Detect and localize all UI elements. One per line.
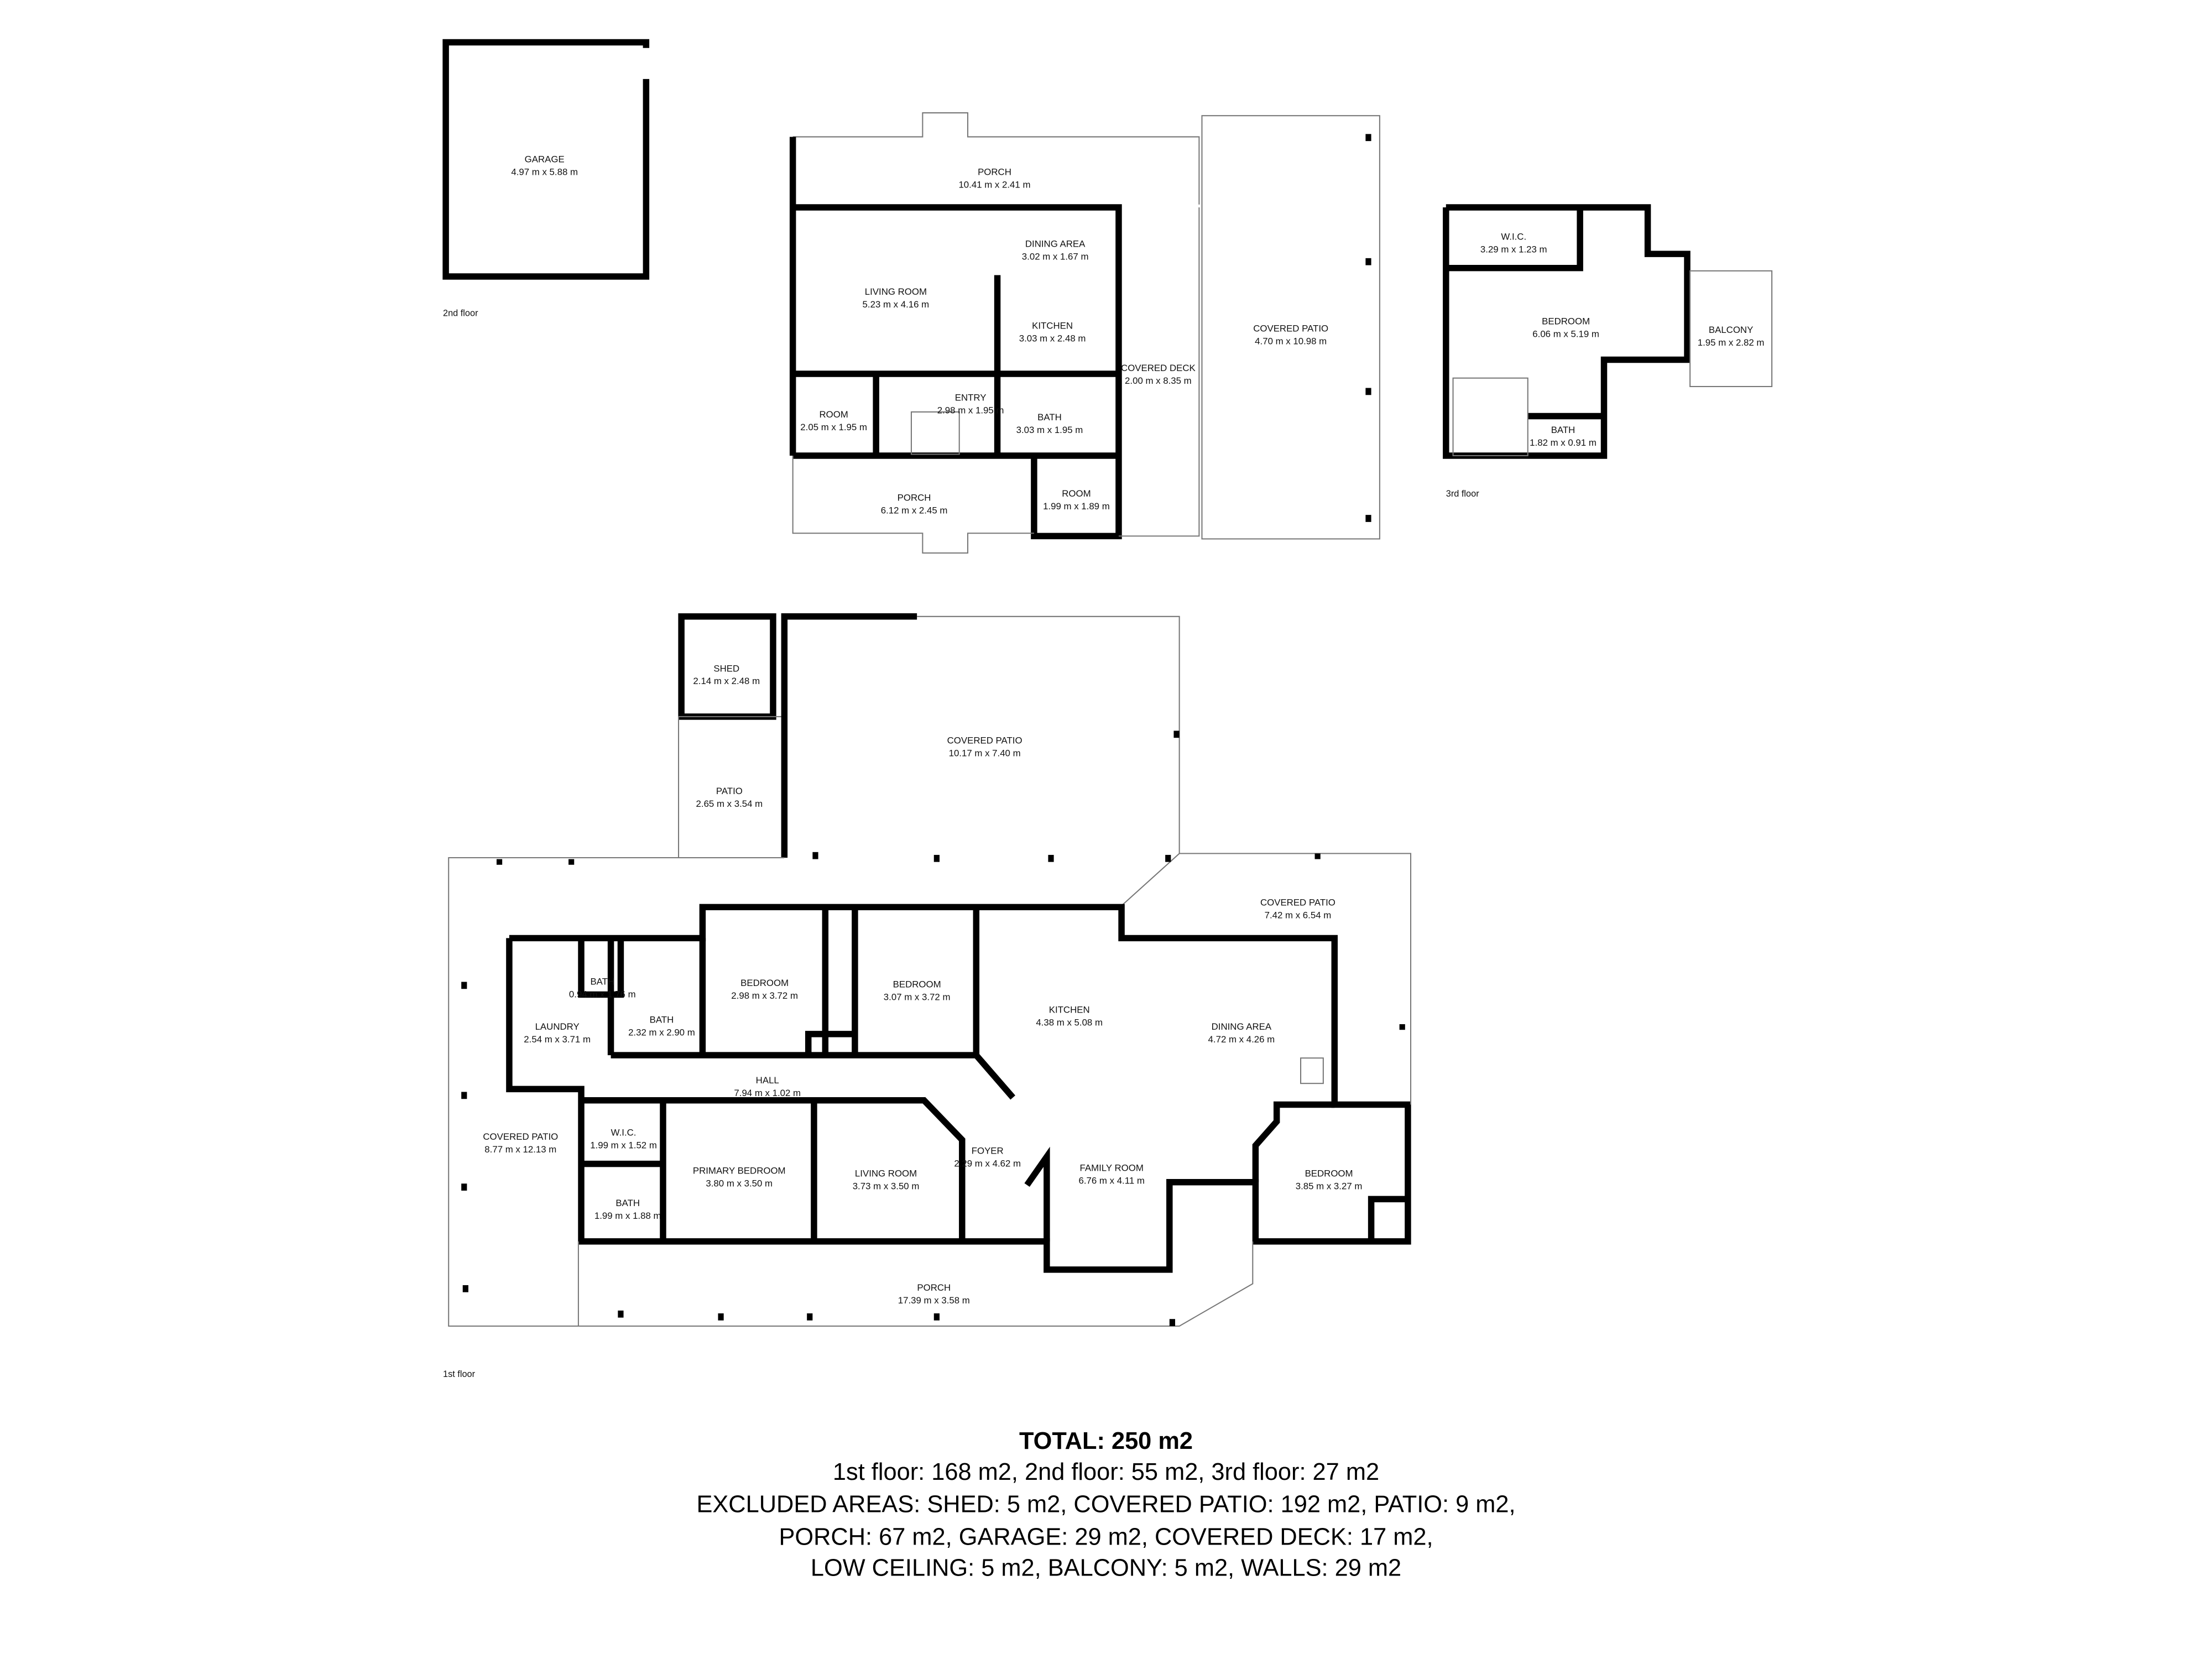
room-name: COVERED PATIO — [1253, 323, 1328, 333]
room-name: BATH — [1037, 412, 1062, 422]
room-name: W.I.C. — [1501, 232, 1526, 242]
room-name: PORCH — [978, 166, 1011, 177]
summary-total: TOTAL: 250 m2 — [1019, 1428, 1193, 1454]
room-dim: 10.17 m x 7.40 m — [949, 748, 1021, 758]
room-dim: 1.99 m x 1.52 m — [590, 1140, 657, 1151]
garage — [442, 39, 650, 280]
summary-line: PORCH: 67 m2, GARAGE: 29 m2, COVERED DEC… — [779, 1524, 1433, 1550]
room-labels: GARAGE 4.97 m x 5.88 m PORCH 10.41 m x 2… — [483, 154, 1764, 1306]
room-dim: 3.80 m x 3.50 m — [706, 1178, 773, 1188]
room-dim: 3.03 m x 1.95 m — [1016, 425, 1083, 435]
room-name: COVERED PATIO — [947, 735, 1022, 745]
room-name: KITCHEN — [1032, 320, 1073, 331]
room-dim: 2.29 m x 4.62 m — [954, 1159, 1021, 1169]
area-summary: TOTAL: 250 m2 1st floor: 168 m2, 2nd flo… — [696, 1428, 1515, 1582]
floor-label-3rd: 3rd floor — [1446, 489, 1479, 499]
room-dim: 2.65 m x 3.54 m — [696, 799, 763, 809]
room-dim: 6.06 m x 5.19 m — [1532, 329, 1599, 340]
room-dim: 2.05 m x 1.95 m — [800, 422, 867, 432]
room-dim: 4.97 m x 5.88 m — [511, 166, 578, 177]
summary-line: EXCLUDED AREAS: SHED: 5 m2, COVERED PATI… — [696, 1491, 1515, 1518]
room-dim: 3.29 m x 1.23 m — [1480, 244, 1547, 255]
room-dim: 5.23 m x 4.16 m — [863, 299, 930, 310]
room-name: COVERED DECK — [1121, 363, 1196, 373]
summary-line: LOW CEILING: 5 m2, BALCONY: 5 m2, WALLS:… — [811, 1554, 1401, 1581]
room-dim: 2.54 m x 3.71 m — [524, 1034, 591, 1045]
third-floor-walls — [1443, 204, 1773, 459]
room-name: FAMILY ROOM — [1080, 1162, 1144, 1173]
room-dim: 1.82 m x 0.91 m — [1530, 437, 1597, 448]
room-dim: 2.14 m x 2.48 m — [693, 676, 760, 686]
first-floor-posts — [461, 731, 1405, 1326]
floor-label-1st: 1st floor — [443, 1369, 476, 1379]
room-dim: 8.77 m x 12.13 m — [484, 1144, 556, 1155]
room-dim: 3.85 m x 3.27 m — [1296, 1181, 1363, 1192]
room-dim: 1.99 m x 1.88 m — [594, 1211, 661, 1221]
room-name: LIVING ROOM — [855, 1168, 917, 1179]
room-dim: 3.07 m x 3.72 m — [884, 992, 951, 1003]
room-name: BATH — [590, 977, 614, 987]
room-name: LAUNDRY — [535, 1021, 580, 1032]
room-name: BATH — [615, 1198, 640, 1208]
room-name: FOYER — [972, 1146, 1004, 1156]
room-name: BATH — [650, 1014, 674, 1025]
room-name: BEDROOM — [893, 979, 941, 990]
room-dim: 2.98 m x 3.72 m — [731, 990, 798, 1001]
room-dim: 6.12 m x 2.45 m — [881, 505, 948, 516]
room-dim: 3.03 m x 2.48 m — [1019, 333, 1086, 343]
floor-label-2nd: 2nd floor — [443, 308, 478, 318]
room-dim: 17.39 m x 3.58 m — [898, 1295, 970, 1306]
room-name: COVERED PATIO — [483, 1131, 558, 1142]
room-dim: 0.94 m x 1.76 m — [569, 989, 636, 1000]
room-dim: 2.98 m x 1.95 m — [937, 405, 1004, 415]
room-dim: 1.99 m x 1.89 m — [1043, 501, 1110, 512]
second-floor-walls — [789, 112, 1380, 554]
room-dim: 3.73 m x 3.50 m — [853, 1181, 920, 1192]
first-floor-walls — [448, 613, 1412, 1327]
room-dim: 3.02 m x 1.67 m — [1022, 251, 1089, 262]
room-dim: 6.76 m x 4.11 m — [1078, 1175, 1144, 1186]
room-name: BEDROOM — [1542, 316, 1590, 327]
room-name: PATIO — [716, 786, 743, 796]
room-name: BATH — [1551, 425, 1575, 435]
room-name: PRIMARY BEDROOM — [693, 1165, 786, 1176]
room-name: KITCHEN — [1049, 1005, 1090, 1015]
room-dim: 4.38 m x 5.08 m — [1036, 1018, 1103, 1028]
room-name: GARAGE — [525, 154, 565, 164]
room-name: DINING AREA — [1025, 238, 1086, 249]
room-name: ROOM — [1062, 488, 1091, 499]
room-dim: 2.32 m x 2.90 m — [628, 1027, 695, 1037]
room-name: SHED — [713, 663, 739, 674]
room-dim: 1.95 m x 2.82 m — [1698, 337, 1765, 348]
second-floor-posts — [1365, 134, 1371, 522]
room-name: LIVING ROOM — [865, 286, 927, 297]
room-dim: 7.94 m x 1.02 m — [734, 1088, 801, 1098]
room-dim: 10.41 m x 2.41 m — [958, 179, 1030, 190]
room-dim: 4.70 m x 10.98 m — [1255, 336, 1327, 346]
room-name: BALCONY — [1709, 325, 1753, 335]
room-dim: 4.72 m x 4.26 m — [1208, 1034, 1275, 1045]
room-dim: 7.42 m x 6.54 m — [1265, 910, 1332, 921]
room-name: ENTRY — [955, 392, 987, 403]
room-name: PORCH — [898, 493, 931, 503]
summary-line: 1st floor: 168 m2, 2nd floor: 55 m2, 3rd… — [833, 1459, 1379, 1485]
room-dim: 2.00 m x 8.35 m — [1125, 375, 1192, 386]
room-name: ROOM — [819, 409, 848, 420]
room-name: HALL — [756, 1075, 779, 1086]
room-name: COVERED PATIO — [1260, 898, 1335, 908]
room-name: BEDROOM — [740, 978, 789, 988]
room-name: W.I.C. — [611, 1128, 637, 1138]
room-name: PORCH — [917, 1282, 951, 1293]
room-name: BEDROOM — [1305, 1168, 1353, 1179]
room-name: DINING AREA — [1212, 1021, 1272, 1032]
